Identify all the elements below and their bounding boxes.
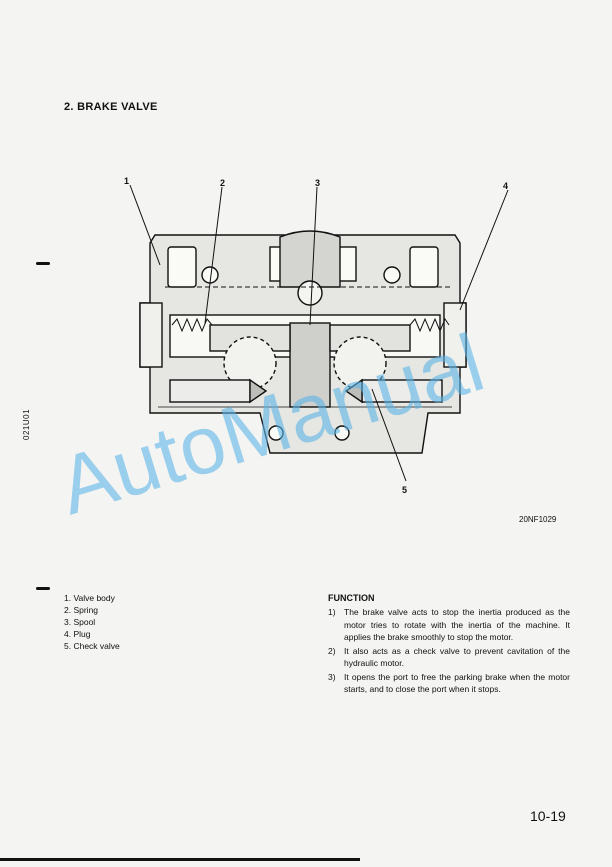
callout-2: 2 bbox=[220, 178, 225, 188]
margin-mark bbox=[36, 587, 50, 590]
callout-3: 3 bbox=[315, 178, 320, 188]
parts-list-item: 4. Plug bbox=[64, 629, 91, 639]
function-item-number: 2) bbox=[328, 645, 336, 656]
bottom-rule bbox=[0, 858, 360, 861]
function-item-text: It also acts as a check valve to prevent… bbox=[344, 645, 570, 669]
parts-list-item: 2. Spring bbox=[64, 605, 99, 615]
function-section: FUNCTION 1) The brake valve acts to stop… bbox=[328, 593, 570, 697]
callout-4: 4 bbox=[503, 181, 508, 191]
parts-list-item: 3. Spool bbox=[64, 617, 96, 627]
callout-5: 5 bbox=[402, 485, 407, 495]
parts-list-item: 1. Valve body bbox=[64, 593, 115, 603]
function-item-number: 3) bbox=[328, 671, 336, 682]
page-number: 10-19 bbox=[530, 808, 566, 824]
parts-list-item: 5. Check valve bbox=[64, 641, 120, 651]
function-item-number: 1) bbox=[328, 607, 336, 617]
callout-1: 1 bbox=[124, 176, 129, 186]
section-title: 2. BRAKE VALVE bbox=[64, 101, 158, 113]
function-item-text: The brake valve acts to stop the inertia… bbox=[344, 607, 570, 642]
function-item-text: It opens the port to free the parking br… bbox=[344, 671, 570, 695]
figure-code: 20NF1029 bbox=[519, 515, 557, 524]
parts-list: 1. Valve body 2. Spring 3. Spool 4. Plug… bbox=[64, 592, 120, 652]
margin-mark bbox=[36, 262, 50, 265]
brake-valve-diagram: 1 2 3 4 5 bbox=[124, 176, 509, 495]
function-item: 1) The brake valve acts to stop the iner… bbox=[328, 606, 570, 644]
function-item: 2) It also acts as a check valve to prev… bbox=[328, 645, 570, 670]
function-item: 3) It opens the port to free the parking… bbox=[328, 671, 570, 696]
function-heading: FUNCTION bbox=[328, 593, 375, 603]
side-code: 021U01 bbox=[22, 408, 31, 440]
